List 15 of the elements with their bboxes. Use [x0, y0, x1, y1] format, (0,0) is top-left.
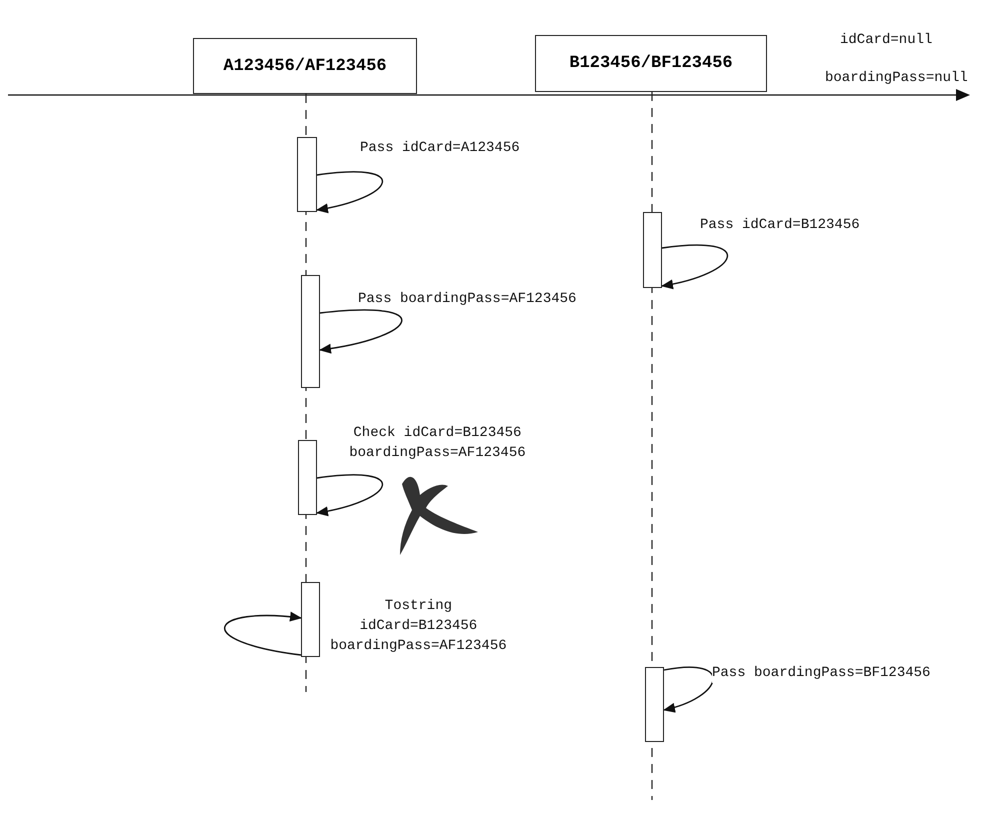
- edge-label: Pass boardingPass=BF123456: [712, 663, 930, 683]
- activation-bar: [645, 667, 664, 742]
- self-message-arrow: [316, 171, 383, 213]
- self-message-arrow: [661, 244, 728, 289]
- self-message-arrow: [319, 309, 402, 354]
- activation-bar: [297, 137, 317, 212]
- activation-bar: [643, 212, 662, 288]
- self-message-arrow: [316, 474, 383, 516]
- lifeline-header: A123456/AF123456: [193, 38, 417, 94]
- activation-bar: [301, 275, 320, 388]
- lifeline-header: B123456/BF123456: [535, 35, 767, 92]
- self-message-arrow: [224, 612, 302, 656]
- self-message-arrow: [663, 666, 714, 712]
- activation-bar: [298, 440, 317, 515]
- activation-bar: [301, 582, 320, 657]
